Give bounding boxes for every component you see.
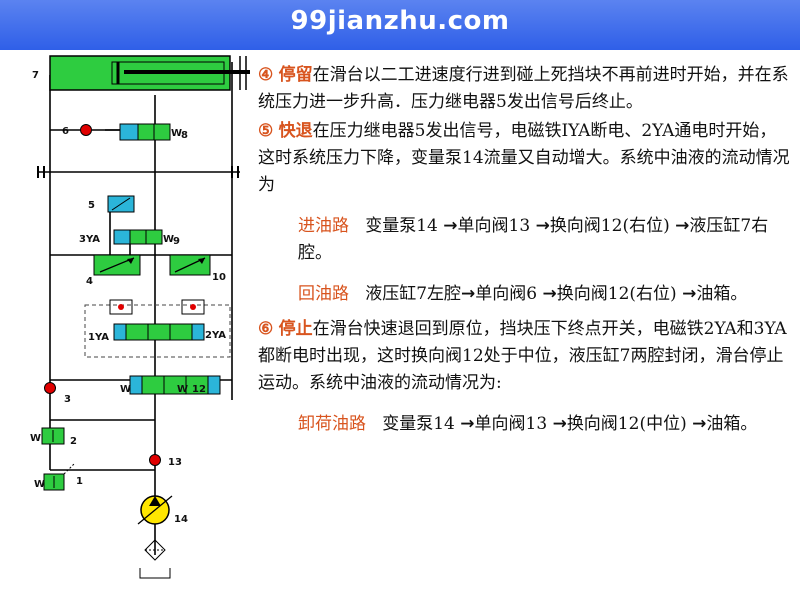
step-title-hold: 停留: [278, 65, 313, 85]
label-13: 13: [168, 457, 182, 468]
speed-valve-10: [169, 254, 211, 276]
label-1: 1: [76, 476, 83, 487]
route-inlet-step-2: 单向阀13: [457, 216, 531, 236]
arrow-icon: →: [460, 414, 475, 434]
label-2ya: 2YA: [205, 330, 226, 341]
arrow-icon: →: [443, 216, 458, 236]
paragraph-fast-return: ⑤ 快退在压力继电器5发出信号，电磁铁IYA断电、2YA通电时开始，这时系统压力…: [258, 118, 792, 199]
label-7: 7: [32, 70, 39, 81]
step-number-4: ④: [258, 65, 274, 85]
arrow-icon: →: [542, 284, 557, 304]
paragraph-stop: ⑥ 停止在滑台快速退回到原位，挡块压下终点开关，电磁铁2YA和3YA都断电时出现…: [258, 316, 792, 397]
check-valve-6: [80, 124, 92, 136]
label-14: 14: [174, 514, 188, 525]
arrow-icon: →: [675, 216, 690, 236]
route-unload-step-4: 油箱。: [706, 414, 758, 434]
pipe-breaks: [37, 166, 239, 178]
label-10: 10: [212, 272, 226, 283]
step-body-hold: 在滑台以二工进速度行进到碰上死挡块不再前进时开始，并在系统压力进一步升高．压力继…: [258, 65, 789, 112]
label-2: 2: [70, 436, 77, 447]
label-w9: W: [163, 234, 174, 245]
route-unload-step-1: 变量泵14: [382, 414, 455, 434]
directional-valve-8: [119, 123, 171, 141]
label-3ya: 3YA: [79, 234, 100, 245]
label-w8: W: [171, 128, 182, 139]
label-8: 8: [181, 130, 188, 141]
route-return-step-4: 油箱。: [696, 284, 748, 304]
sequence-valve-2: [41, 427, 65, 445]
route-unload: 卸荷油路 变量泵14 →单向阀13 →换向阀12(中位) →油箱。: [258, 411, 792, 438]
hydraulic-circuit-diagram: 7 6 W 8 5 3YA W 9 4 10: [30, 55, 250, 579]
solenoid-valve-pilot: [113, 323, 205, 341]
solenoid-valve-9: [113, 229, 163, 245]
label-w12a: W: [120, 384, 131, 395]
route-return-step-3: 换向阀12(右位): [556, 284, 677, 304]
step-number-5: ⑤: [258, 121, 274, 141]
route-inlet-step-3: 换向阀12(右位): [549, 216, 670, 236]
label-3: 3: [64, 394, 71, 405]
route-return-step-2: 单向阀6: [475, 284, 538, 304]
label-5: 5: [88, 200, 95, 211]
variable-pump-14: [137, 495, 173, 525]
hydraulic-cylinder-7: [49, 55, 250, 91]
label-1ya: 1YA: [88, 332, 109, 343]
label-w12b: W: [177, 384, 188, 395]
route-inlet-head: 进油路: [298, 216, 349, 236]
label-12: 12: [192, 384, 206, 395]
header-banner: 99jianzhu.com: [0, 0, 800, 50]
pilot-control-frame: [84, 304, 231, 358]
pilot-check-valves: [109, 299, 205, 315]
route-inlet: 进油路 变量泵14 →单向阀13 →换向阀12(右位) →液压缸7右腔。: [258, 213, 792, 267]
route-inlet-step-1: 变量泵14: [365, 216, 438, 236]
route-return: 回油路 液压缸7左腔→单向阀6 →换向阀12(右位) →油箱。: [258, 281, 792, 308]
directional-valve-12: [129, 375, 221, 395]
label-w2: W: [30, 433, 41, 444]
paragraph-stop-hold: ④ 停留在滑台以二工进速度行进到碰上死挡块不再前进时开始，并在系统压力进一步升高…: [258, 62, 792, 116]
arrow-icon: →: [535, 216, 550, 236]
route-unload-head: 卸荷油路: [298, 414, 366, 434]
filter-and-tank: [139, 539, 171, 579]
back-pressure-valve-1: [43, 463, 75, 491]
arrow-icon: →: [552, 414, 567, 434]
step-number-6: ⑥: [258, 319, 274, 339]
step-title-fast-return: 快退: [278, 121, 313, 141]
route-return-head: 回油路: [298, 284, 349, 304]
route-inlet-step-4: 液压缸7右腔。: [298, 216, 769, 263]
label-9: 9: [173, 236, 180, 247]
step-body-stop: 在滑台快速退回到原位，挡块压下终点开关，电磁铁2YA和3YA都断电时出现，这时换…: [258, 319, 787, 393]
step-title-stop: 停止: [278, 319, 313, 339]
check-valve-3: [44, 382, 56, 394]
route-unload-step-3: 换向阀12(中位): [566, 414, 687, 434]
arrow-icon: →: [461, 284, 476, 304]
arrow-icon: →: [682, 284, 697, 304]
site-title[interactable]: 99jianzhu.com: [290, 6, 510, 36]
arrow-icon: →: [692, 414, 707, 434]
label-6: 6: [62, 126, 69, 137]
step-body-fast-return: 在压力继电器5发出信号，电磁铁IYA断电、2YA通电时开始，这时系统压力下降，变…: [258, 121, 790, 195]
check-valve-13: [149, 454, 161, 466]
label-w1: W: [34, 479, 45, 490]
explanation-text: ④ 停留在滑台以二工进速度行进到碰上死挡块不再前进时开始，并在系统压力进一步升高…: [258, 62, 792, 438]
route-return-step-1: 液压缸7左腔: [365, 284, 462, 304]
route-unload-step-2: 单向阀13: [474, 414, 548, 434]
speed-valve-4: [93, 254, 141, 276]
label-4: 4: [86, 276, 93, 287]
